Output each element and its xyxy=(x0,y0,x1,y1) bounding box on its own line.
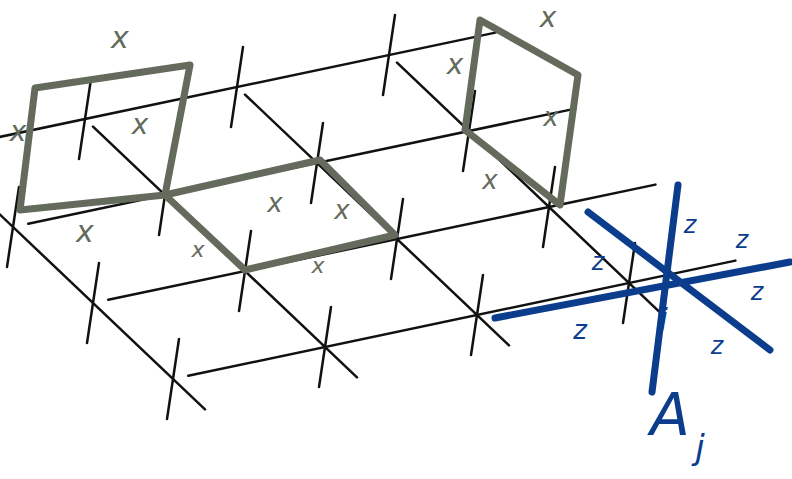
operator-name: j xyxy=(695,430,704,464)
pauli-label: z xyxy=(711,334,724,358)
plaquette xyxy=(465,20,578,205)
pauli-label: x xyxy=(191,239,204,261)
lattice-line xyxy=(319,307,331,387)
pauli-label: x xyxy=(111,23,129,53)
pauli-label: z xyxy=(684,213,697,237)
lattice-line xyxy=(397,63,661,314)
pauli-label: x xyxy=(447,51,464,79)
star-operator xyxy=(495,185,790,392)
pauli-label: x xyxy=(543,104,558,130)
operator-name: A xyxy=(650,386,690,444)
pauli-label: z xyxy=(573,317,587,343)
lattice-line xyxy=(167,339,179,419)
pauli-label: x xyxy=(267,190,282,216)
lattice-line xyxy=(543,167,555,247)
pauli-label: z xyxy=(592,250,605,274)
lattice-line xyxy=(79,79,91,159)
pauli-label: x xyxy=(482,167,497,193)
pauli-label: z xyxy=(736,228,749,252)
lattice-line xyxy=(231,47,243,127)
plaquette xyxy=(165,160,395,270)
pauli-label: x xyxy=(76,217,94,247)
lattice-line xyxy=(383,15,395,95)
lattice-line xyxy=(471,275,483,355)
pauli-label: x xyxy=(334,197,349,223)
pauli-label: x xyxy=(311,255,324,277)
plaquette-operators xyxy=(20,20,578,270)
vertex-label: j xyxy=(660,305,667,331)
star-arm xyxy=(588,212,770,350)
pauli-label: x xyxy=(132,111,149,139)
lattice-line xyxy=(87,263,99,343)
pauli-label: z xyxy=(751,280,764,304)
lattice-lines xyxy=(0,15,735,419)
lattice-line xyxy=(108,185,655,300)
pauli-label: x xyxy=(540,4,557,32)
lattice-line xyxy=(623,243,635,323)
star-arm xyxy=(652,185,678,392)
star-arm xyxy=(495,262,790,318)
pauli-label: x xyxy=(10,118,27,146)
lattice-line xyxy=(0,33,495,148)
plaquette xyxy=(20,65,190,210)
lattice-line xyxy=(7,187,19,267)
